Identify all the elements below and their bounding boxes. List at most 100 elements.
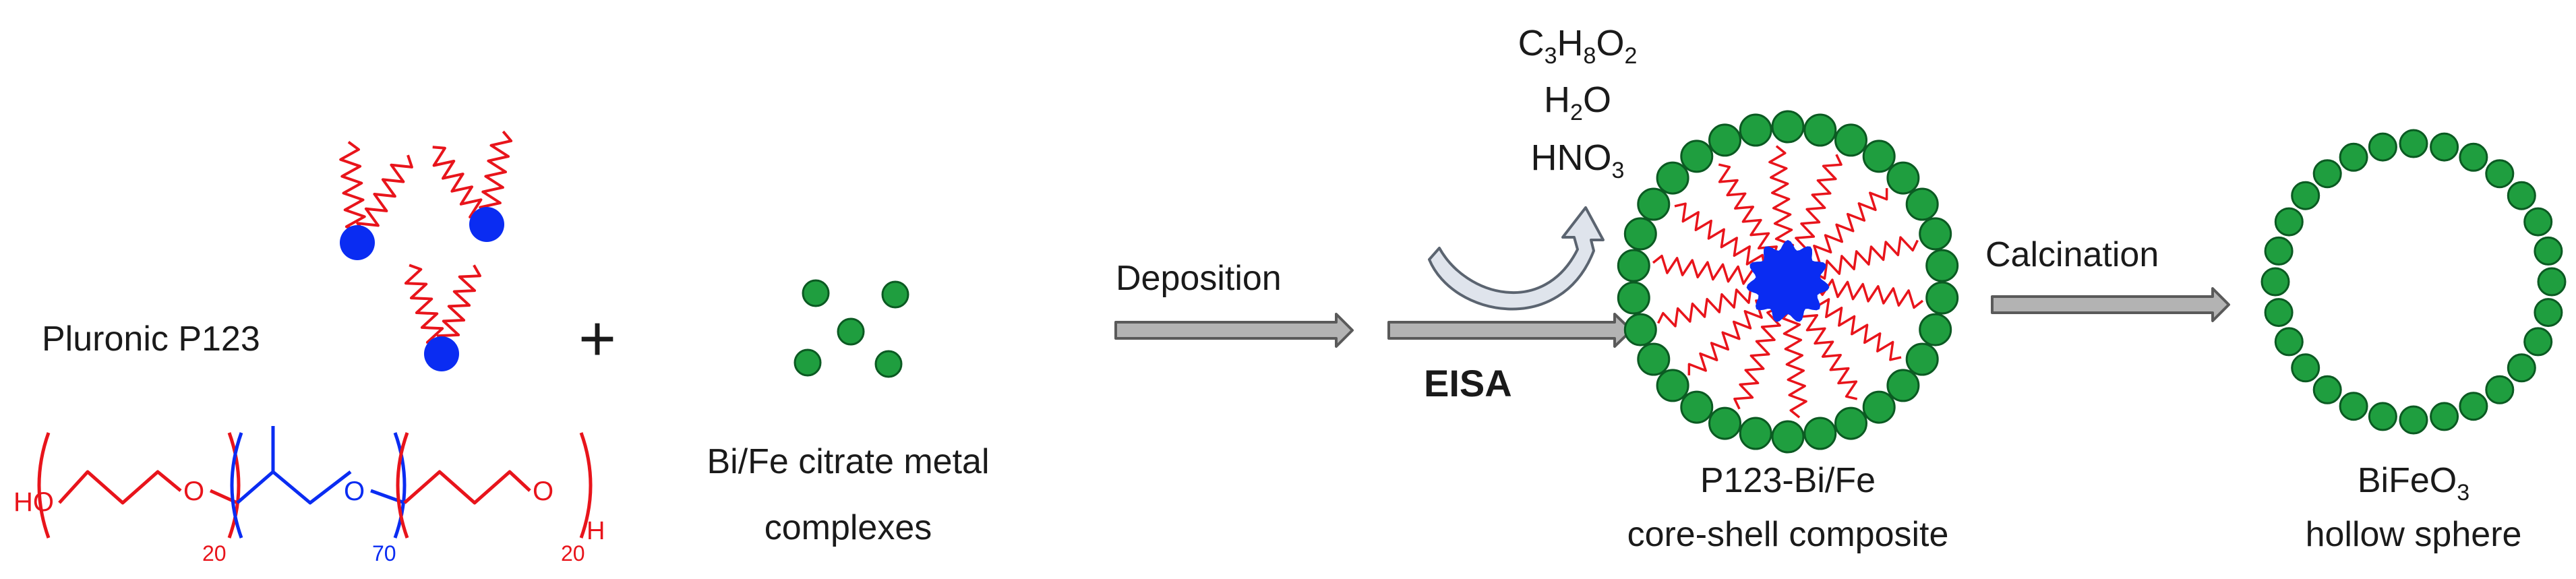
- metal-complex-dot-icon: [1919, 217, 1952, 251]
- metal-complex-dot-icon: [2485, 375, 2515, 404]
- metal-complex-dot-icon: [1925, 249, 1959, 282]
- p123-label: Pluronic P123: [42, 319, 260, 359]
- deposition-step: Deposition: [1114, 259, 1354, 348]
- metal-complex-dot-icon: [2368, 132, 2397, 162]
- metal-complex-dot-icon: [2523, 207, 2553, 237]
- metal-complex-dot-icon: [2274, 327, 2304, 357]
- metal-complex-dot-icon: [1637, 187, 1671, 221]
- process-arrow-icon: [1114, 313, 1354, 348]
- metal-complex-dot-icon: [793, 348, 822, 377]
- subscript-n3: 20: [561, 541, 585, 566]
- polymer-chain-icon: [1768, 145, 1795, 255]
- calcination-step: Calcination: [1985, 235, 2230, 322]
- metal-complex-dot-icon: [1617, 249, 1650, 282]
- metal-complex-dot-icon: [2291, 181, 2320, 210]
- metal-complex-dot-icon: [881, 280, 909, 309]
- formula-ho: HO: [13, 487, 54, 517]
- metal-complex-dot-icon: [1834, 406, 1867, 440]
- metal-complex-dot-icon: [1623, 217, 1657, 251]
- metal-complex-dot-icon: [1925, 281, 1959, 315]
- polymer-chain-icon: [339, 140, 413, 260]
- metal-complex-dot-icon: [2339, 142, 2368, 172]
- precursor-label-line1: Bi/Fe citrate metal: [707, 442, 989, 481]
- polymer-chain-icon: [1657, 284, 1762, 328]
- byproduct-water: H2O: [1544, 80, 1611, 125]
- polymer-structure-formula: HO O 20 O 70 O 20 H: [13, 426, 605, 566]
- metal-complex-dot-icon: [2534, 236, 2563, 266]
- metal-complex-dot-icon: [2264, 298, 2294, 328]
- deposition-label: Deposition: [1116, 259, 1282, 298]
- polymer-chain-icon: [1798, 305, 1858, 400]
- metal-complex-dot-icon: [1771, 420, 1805, 454]
- product-label-line2: hollow sphere: [2306, 515, 2522, 554]
- byproduct-nitric-acid: HNO3: [1531, 138, 1625, 183]
- polymer-chain-icon: [1795, 154, 1843, 257]
- metal-complex-dot-icon: [2485, 159, 2515, 189]
- metal-complex-dot-icon: [2507, 181, 2536, 210]
- metal-complex-dot-icon: [1617, 281, 1650, 315]
- calcination-label: Calcination: [1985, 235, 2159, 274]
- formula-o1: O: [183, 477, 204, 506]
- metal-complexes-panel: Bi/Fe citrate metal complexes: [707, 279, 990, 547]
- metal-complex-dot-icon: [1739, 417, 1772, 450]
- polymer-chain-icon: [1808, 188, 1888, 264]
- metal-complex-dot-icon: [2537, 267, 2567, 297]
- composite-label-line1: P123-Bi/Fe: [1700, 461, 1876, 500]
- polymer-chain-icon: [1674, 202, 1766, 266]
- plus-sign: +: [578, 303, 616, 375]
- metal-complex-dot-icon: [1803, 113, 1837, 147]
- metal-complex-dot-icon: [2459, 142, 2488, 172]
- metal-complex-dot-icon: [2399, 405, 2428, 435]
- polymer-chain-icon: [404, 264, 481, 371]
- metal-complex-dot-icon: [837, 317, 865, 346]
- precursor-label-line2: complexes: [765, 508, 932, 547]
- formula-o2: O: [344, 477, 365, 506]
- subscript-n2: 70: [372, 541, 396, 566]
- metal-complex-dot-icon: [1905, 187, 1939, 221]
- polymer-chain-icon: [1718, 163, 1778, 258]
- metal-complex-dot-icon: [1803, 417, 1837, 450]
- subscript-n1: 20: [202, 541, 227, 566]
- metal-complex-dot-icon: [1680, 140, 1714, 173]
- eisa-label: EISA: [1424, 362, 1512, 404]
- metal-complex-dot-icon: [2312, 159, 2342, 189]
- metal-complex-dot-icon: [1623, 313, 1657, 346]
- metal-complex-dot-icon: [2459, 392, 2488, 421]
- metal-complex-dot-icon: [2399, 129, 2428, 158]
- process-arrow-icon: [1991, 287, 2230, 322]
- metal-shell-ring: [1617, 110, 1959, 454]
- metal-complex-dot-icon: [2534, 298, 2563, 328]
- metal-complex-dot-icon: [1862, 140, 1896, 173]
- metal-complex-dot-icon: [1708, 123, 1741, 157]
- hydrophobic-core-icon: [1746, 240, 1830, 322]
- metal-complex-dot-icon: [1771, 110, 1805, 144]
- metal-complex-dot-icon: [2507, 353, 2536, 383]
- hydrophobic-core-icon: [340, 225, 375, 260]
- metal-complex-dot-icon: [2274, 207, 2304, 237]
- metal-complex-dot-icon: [2312, 375, 2342, 404]
- metal-complex-dot-icon: [1656, 161, 1689, 195]
- metal-complex-dot-icon: [1919, 313, 1952, 346]
- metal-complex-dot-icon: [2430, 402, 2459, 431]
- formula-o3: O: [533, 477, 553, 506]
- composite-label-line2: core-shell composite: [1627, 515, 1949, 554]
- polymer-chain-icon: [1814, 236, 1919, 280]
- metal-complex-dot-icon: [1862, 390, 1896, 424]
- hydrophobic-core-icon: [469, 207, 504, 242]
- product-formula: BiFeO3: [2358, 461, 2469, 506]
- metal-complex-dot-icon: [1680, 390, 1714, 424]
- eisa-step: EISA: [1387, 313, 1633, 404]
- byproduct-propanediol: C3H8O2: [1518, 23, 1638, 69]
- polymer-chain-icon: [1652, 145, 1924, 419]
- metal-complex-dot-icon: [1886, 369, 1920, 402]
- polymer-chain-icon: [1652, 254, 1761, 285]
- p123-panel: Pluronic P123: [42, 130, 513, 371]
- byproducts-list: C3H8O2 H2O HNO3: [1518, 23, 1638, 183]
- metal-complex-dot-icon: [2260, 267, 2290, 297]
- polymer-chain-icon: [1810, 297, 1902, 361]
- metal-complex-dot-icon: [2264, 236, 2294, 266]
- hydrophobic-core-icon: [424, 336, 459, 371]
- metal-complex-dot-icon: [2430, 132, 2459, 162]
- polymer-chain-icon: [1687, 299, 1768, 375]
